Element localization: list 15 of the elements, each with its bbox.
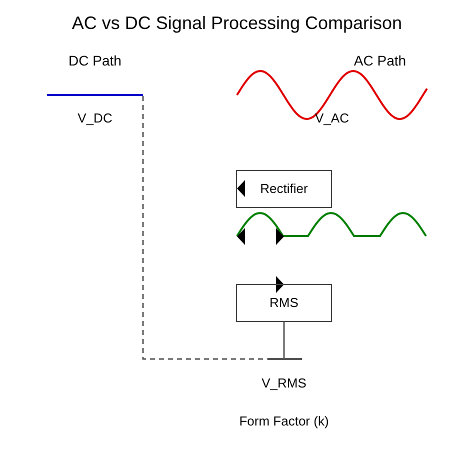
- signal-label: V_AC: [315, 109, 349, 128]
- process-box: [236, 170, 332, 208]
- signal-label: V_RMS: [262, 374, 306, 392]
- dc-signal-line: [47, 94, 143, 96]
- path-heading: AC Path: [354, 52, 406, 70]
- diagram-title: AC vs DC Signal Processing Comparison: [70, 12, 404, 35]
- box-label: Rectifier: [260, 180, 308, 198]
- signal-label: V_DC: [78, 109, 112, 128]
- signal-label: Form Factor (k): [239, 412, 329, 430]
- dashed-connector: [142, 96, 268, 360]
- box-label: RMS: [270, 294, 298, 312]
- junction-line: [268, 358, 302, 360]
- connector-line: [283, 322, 285, 358]
- process-box: [236, 284, 332, 322]
- path-heading: DC Path: [68, 52, 122, 70]
